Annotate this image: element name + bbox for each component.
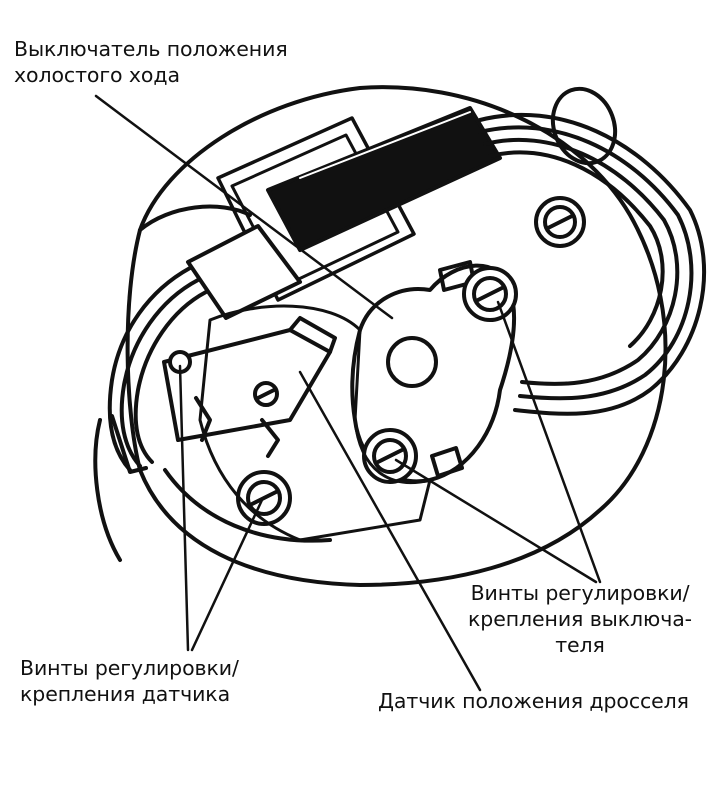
- cable-strap: [93, 418, 122, 562]
- label-sensor-screws: Винты регулировки/ крепления датчика: [20, 656, 239, 706]
- leader-idle-switch: [94, 94, 394, 320]
- harness-wire-left: [119, 278, 200, 468]
- screw-switch-upper: [462, 266, 518, 322]
- cable-strap: [110, 414, 148, 474]
- leader-sensor-screw-2: [190, 498, 264, 652]
- sensor-housing: [198, 304, 432, 542]
- housing-left-lobe: [138, 204, 252, 232]
- screw-switch-lower: [362, 428, 418, 484]
- idle-switch-body: [162, 328, 332, 442]
- wire-ring: [550, 86, 618, 166]
- screw-sensor-lower: [236, 470, 292, 526]
- label-idle-switch: Выключатель положения холостого хода: [14, 37, 288, 87]
- label-switch-screws: Винты регулировки/ крепления выключа- те…: [468, 581, 692, 657]
- harness-wire-left: [133, 290, 208, 464]
- sensor-shaft: [386, 336, 438, 388]
- black-connector: [266, 106, 502, 252]
- connector-ridge: [299, 111, 471, 179]
- leader-throttle-sensor: [298, 370, 482, 692]
- leader-switch-screw-2: [394, 458, 598, 584]
- idle-switch-top: [288, 316, 337, 354]
- switch-terminal: [260, 418, 280, 458]
- leader-sensor-screw-1: [178, 364, 190, 652]
- white-connector: [186, 224, 302, 320]
- harness-wire: [488, 150, 665, 348]
- harness-wire-left: [107, 266, 192, 472]
- label-throttle-sensor: Датчик положения дросселя: [378, 689, 689, 713]
- harness-wire: [478, 125, 694, 401]
- harness-wire: [478, 112, 707, 416]
- housing-outline: [125, 85, 668, 587]
- sensor-slot: [430, 446, 464, 478]
- leader-switch-screw-1: [496, 300, 602, 584]
- screw-top-right: [534, 196, 586, 248]
- harness-wire: [483, 138, 680, 386]
